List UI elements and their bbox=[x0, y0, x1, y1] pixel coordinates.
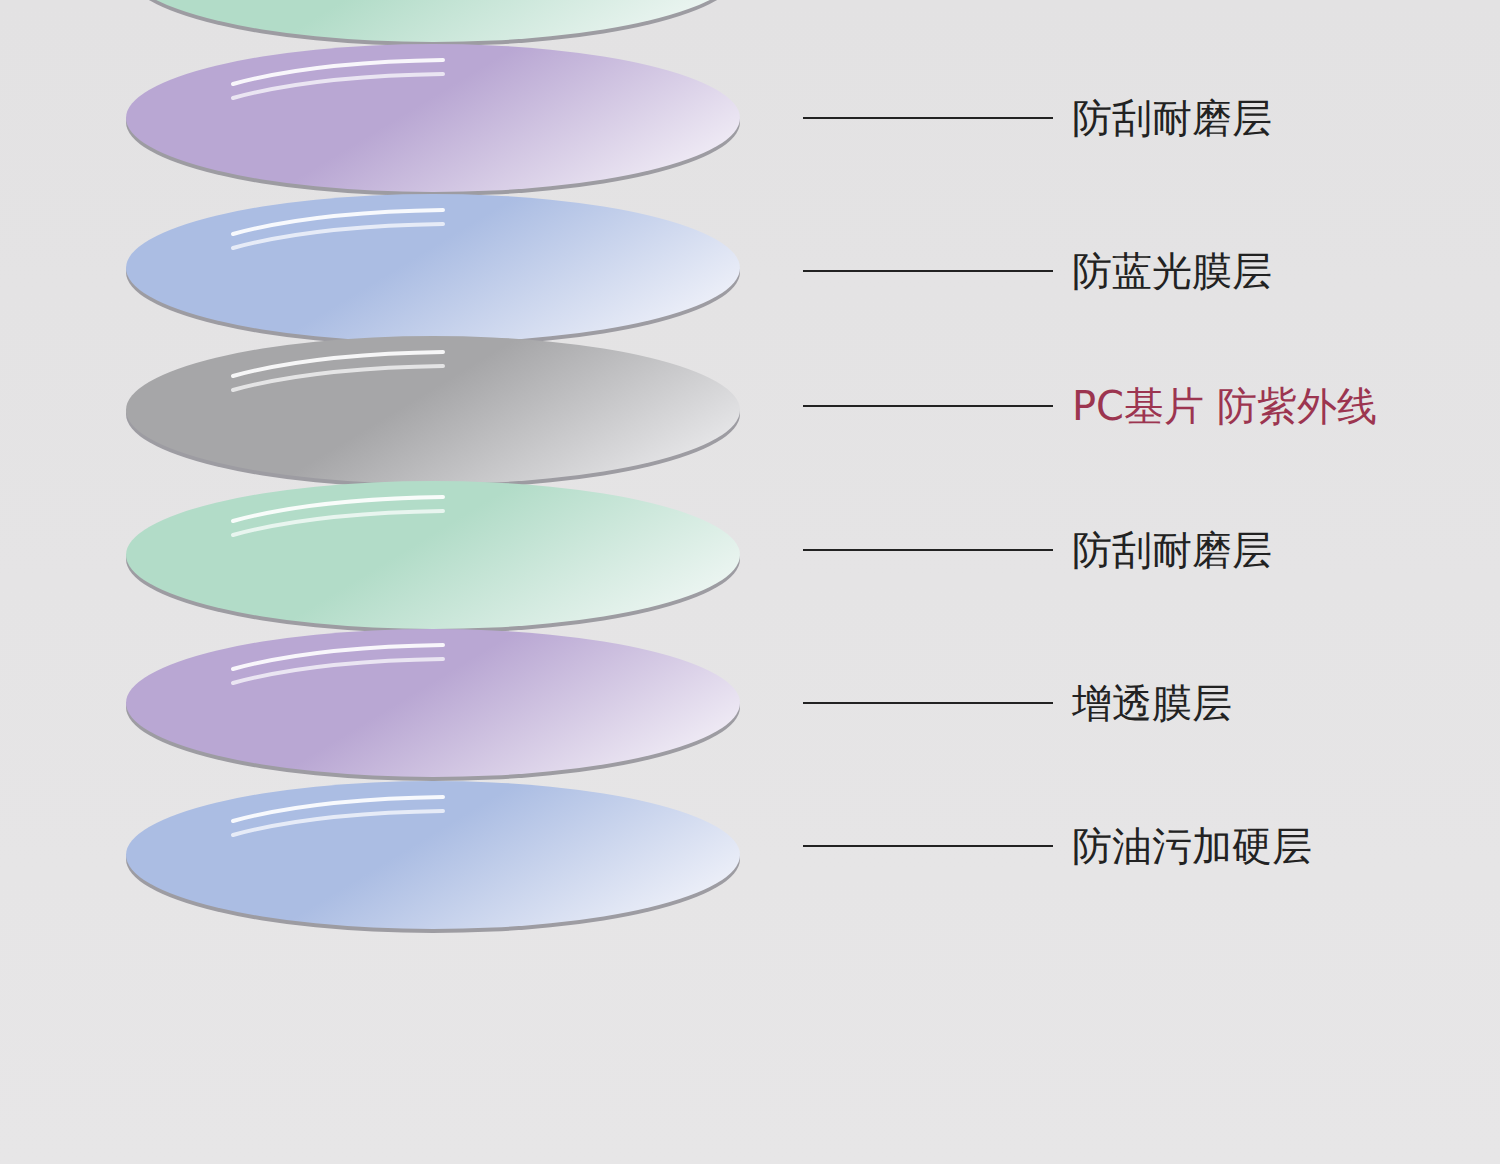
disc-face bbox=[126, 336, 740, 484]
leader-line bbox=[803, 845, 1053, 847]
lens-disc bbox=[126, 0, 740, 46]
leader-line bbox=[803, 270, 1053, 272]
disc-face bbox=[126, 629, 740, 777]
lens-disc bbox=[126, 629, 740, 781]
leader-line bbox=[803, 702, 1053, 704]
leader-line bbox=[803, 405, 1053, 407]
leader-line bbox=[803, 117, 1053, 119]
disc-face bbox=[126, 0, 740, 42]
lens-disc bbox=[126, 44, 740, 196]
disc-face bbox=[126, 44, 740, 192]
layer-label: 防刮耐磨层 bbox=[1072, 530, 1272, 570]
layer-label: 防油污加硬层 bbox=[1072, 826, 1312, 866]
disc-highlight bbox=[233, 811, 443, 835]
disc-highlight bbox=[233, 659, 443, 683]
leader-line bbox=[803, 549, 1053, 551]
layer-label: 防刮耐磨层 bbox=[1072, 98, 1272, 138]
layer-label: PC基片 防紫外线 bbox=[1072, 386, 1377, 426]
disc-highlight bbox=[233, 224, 443, 248]
lens-disc bbox=[126, 194, 740, 346]
lens-disc bbox=[126, 336, 740, 488]
layer-label: 增透膜层 bbox=[1072, 683, 1232, 723]
disc-face bbox=[126, 781, 740, 929]
disc-highlight bbox=[233, 74, 443, 98]
layer-label: 防蓝光膜层 bbox=[1072, 251, 1272, 291]
disc-face bbox=[126, 194, 740, 342]
disc-face bbox=[126, 481, 740, 629]
lens-disc bbox=[126, 781, 740, 933]
disc-highlight bbox=[233, 366, 443, 390]
lens-disc bbox=[126, 481, 740, 633]
disc-highlight bbox=[233, 511, 443, 535]
